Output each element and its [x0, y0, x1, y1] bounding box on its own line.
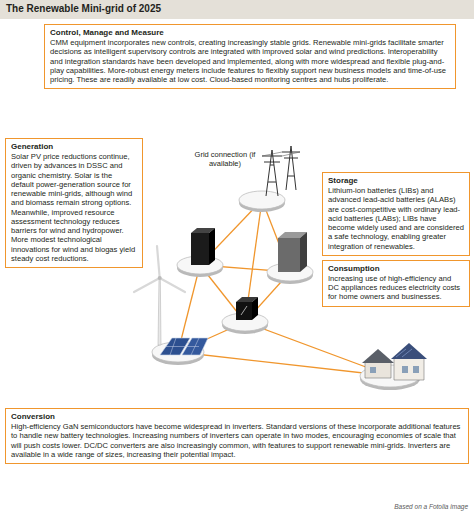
info-box: StorageLithium-ion batteries (LIBs) and …	[322, 172, 470, 256]
box-body: Lithium-ion batteries (LIBs) and advance…	[328, 186, 464, 251]
grid-label: Grid connection (if available)	[188, 150, 262, 168]
box-body: High-efficiency GaN semiconductors have …	[11, 422, 463, 459]
houses	[362, 343, 427, 380]
box-heading: Consumption	[328, 264, 464, 274]
box-heading: Control, Manage and Measure	[50, 28, 450, 38]
battery-unit	[191, 228, 215, 265]
info-box: GenerationSolar PV price reductions cont…	[5, 138, 143, 268]
info-box: ConsumptionIncreasing use of high-effici…	[322, 260, 470, 307]
box-body: Increasing use of high-efficiency and DC…	[328, 274, 464, 302]
solar-panels	[160, 338, 208, 355]
box-heading: Conversion	[11, 412, 463, 422]
box-heading: Storage	[328, 176, 464, 186]
box-body: Solar PV price reductions continue, driv…	[11, 152, 137, 263]
storage-cabinet	[278, 232, 307, 272]
grid-pylons	[262, 146, 300, 196]
info-box: Control, Manage and MeasureCMM equipment…	[44, 24, 456, 89]
box-body: CMM equipment incorporates new controls,…	[50, 38, 450, 84]
info-box: ConversionHigh-efficiency GaN semiconduc…	[5, 408, 469, 464]
box-heading: Generation	[11, 142, 137, 152]
image-credit: Based on a Fotolia image	[394, 503, 468, 510]
inverter-cube	[236, 297, 258, 320]
figure-title: The Renewable Mini-grid of 2025	[6, 3, 161, 14]
